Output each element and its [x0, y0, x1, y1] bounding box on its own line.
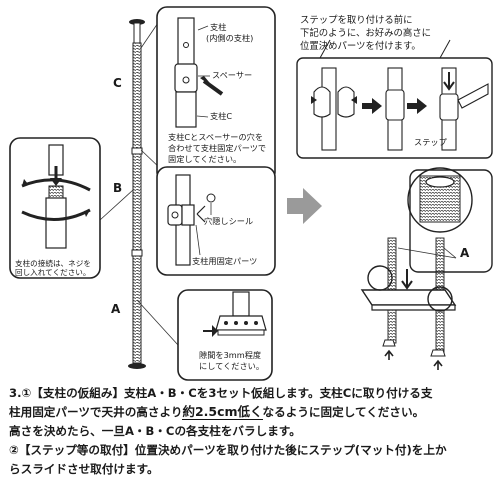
- thread-connection-detail: [10, 138, 100, 278]
- instruction-text-2b: なるように固定してください。: [263, 405, 425, 419]
- label-spacer: スペーサー: [212, 70, 252, 81]
- instruction-line-5: らスライドさせ取付けます。: [9, 461, 495, 477]
- note-thread-line2: 回し入れてください。: [15, 267, 90, 278]
- step-assembly-view: [362, 168, 472, 370]
- pole-label-c: C: [113, 76, 122, 90]
- label-post-c: 支柱C: [210, 111, 232, 122]
- note-spacer-line3: 固定してください。: [168, 154, 241, 165]
- step-number: 3.: [9, 386, 21, 400]
- instruction-line-4: ②【ステップ等の取付】位置決めパーツを取り付けた後にステップ(マット付)を上か: [9, 442, 495, 458]
- instruction-line-3: 高さを決めたら、一旦A・B・Cの各支柱をバラします。: [9, 423, 495, 439]
- note-spacer-line1: 支柱Cとスペーサーの穴を: [168, 132, 263, 143]
- main-pole: [128, 19, 146, 369]
- big-arrow: [287, 188, 322, 224]
- label-step: ステップ: [414, 137, 447, 148]
- step-mounting-detail: [297, 58, 492, 158]
- pole-label-a: A: [111, 302, 120, 316]
- note-spacer-line2: 合わせて支柱固定パーツで: [168, 143, 266, 154]
- instruction-line-1: 3.①【支柱の仮組み】支柱A・B・Cを3セット仮組します。支柱Cに取り付ける支: [9, 385, 495, 401]
- pole-label-b: B: [113, 181, 122, 195]
- instruction-emphasis: 約2.5cm低く: [182, 404, 262, 420]
- note-gap-line2: にしてください。: [199, 361, 264, 372]
- instruction-text-1: ①【支柱の仮組み】支柱A・B・Cを3セット仮組します。支柱Cに取り付ける支: [21, 386, 432, 400]
- label-post: 支柱: [210, 22, 226, 33]
- instruction-text-2a: 柱用固定パーツで天井の高さより: [9, 405, 182, 419]
- label-fixing-part: 支柱用固定パーツ: [192, 256, 257, 267]
- note-gap-line1: 隙間を3mm程度: [199, 350, 261, 361]
- instruction-line-2: 柱用固定パーツで天井の高さより約2.5cm低くなるように固定してください。: [9, 404, 495, 420]
- label-seal: 穴隠しシール: [204, 216, 253, 227]
- step-note-line3: 位置決めパーツを付けます。: [300, 40, 421, 53]
- assembly-label-a: A: [460, 246, 469, 260]
- step-note-line1: ステップを取り付ける前に: [300, 14, 413, 27]
- label-post-inner: (内側の支柱): [206, 33, 253, 44]
- step-note-line2: 下記のように、お好みの高さに: [300, 27, 431, 40]
